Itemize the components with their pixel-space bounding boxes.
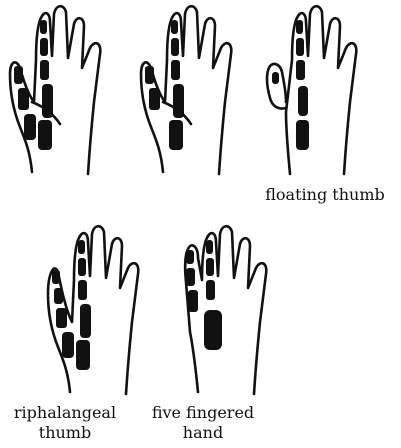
label-triphalangeal-thumb-line2: thumb bbox=[0, 424, 130, 441]
label-five-fingered-line1: five fingered bbox=[133, 404, 273, 421]
hand-diagram-1 bbox=[2, 2, 132, 182]
hand-diagram-floating-thumb bbox=[262, 2, 392, 182]
label-triphalangeal-thumb-line1: riphalangeal bbox=[0, 404, 130, 421]
label-five-fingered-line2: hand bbox=[133, 424, 273, 441]
label-floating-thumb: floating thumb bbox=[250, 186, 400, 203]
hand-diagram-2 bbox=[133, 2, 263, 182]
hand-diagram-five-fingered bbox=[168, 222, 298, 402]
hand-diagram-triphalangeal-thumb bbox=[40, 222, 170, 402]
